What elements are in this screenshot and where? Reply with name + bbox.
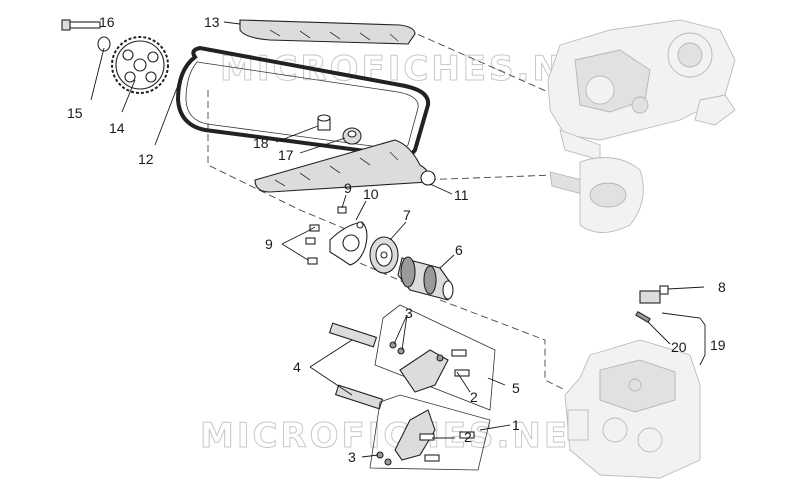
callout-2-upper: 2 <box>470 389 478 405</box>
camshaft-bracket <box>329 221 368 266</box>
chain-tensioner-slider <box>254 139 436 193</box>
callout-11: 11 <box>454 187 469 203</box>
rocker-shafts <box>328 322 384 410</box>
rocker-arm-set-lower <box>369 394 491 471</box>
callout-8: 8 <box>718 279 726 295</box>
sensor-gasket <box>635 311 651 323</box>
callout-9-top: 9 <box>344 180 352 196</box>
sprocket-washer <box>97 36 111 52</box>
bracket-bolts <box>305 206 347 265</box>
sensor <box>639 285 669 304</box>
callout-18: 18 <box>253 135 269 151</box>
callout-17: 17 <box>278 147 294 163</box>
callout-19: 19 <box>710 337 726 353</box>
callout-10: 10 <box>363 186 379 202</box>
cylinder-head-illustration <box>564 339 701 479</box>
callout-3-lower: 3 <box>348 449 356 465</box>
callout-5: 5 <box>512 380 520 396</box>
leader-lines <box>83 21 706 458</box>
callout-20: 20 <box>671 339 687 355</box>
callout-1: 1 <box>512 417 520 433</box>
camshaft <box>397 256 454 301</box>
callout-14: 14 <box>109 120 125 136</box>
guide-bushing <box>342 127 362 145</box>
callout-7: 7 <box>403 207 411 223</box>
decompressor <box>369 236 399 274</box>
callout-2-lower: 2 <box>464 429 472 445</box>
callout-12: 12 <box>138 151 154 167</box>
sprocket-bolt <box>61 19 101 31</box>
callout-3-upper: 3 <box>405 305 413 321</box>
callout-labels: 16 15 14 12 13 18 17 11 9 10 7 6 9 8 20 … <box>67 14 726 465</box>
camshaft-sprocket <box>111 36 169 94</box>
callout-9-left: 9 <box>265 236 273 252</box>
callout-16: 16 <box>99 14 115 30</box>
callout-15: 15 <box>67 105 83 121</box>
callout-6: 6 <box>455 242 463 258</box>
crankshaft-illustration <box>549 157 644 233</box>
callout-4: 4 <box>293 359 301 375</box>
callout-13: 13 <box>204 14 220 30</box>
tensioner-pin <box>317 114 331 131</box>
chain-guide-upper <box>239 19 416 45</box>
crankcase-illustration <box>547 19 736 161</box>
